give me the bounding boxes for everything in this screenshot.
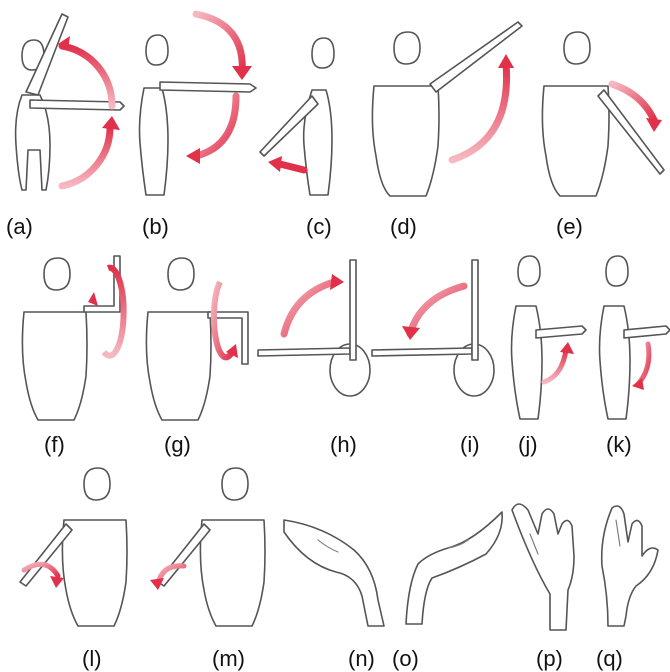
figure-h bbox=[258, 260, 370, 396]
label-h: (h) bbox=[330, 434, 357, 456]
figure-n bbox=[284, 520, 384, 626]
label-j: (j) bbox=[518, 434, 538, 456]
figure-a bbox=[16, 14, 124, 190]
figure-k bbox=[600, 256, 670, 419]
label-g: (g) bbox=[164, 434, 191, 456]
label-n: (n) bbox=[348, 648, 375, 670]
figure-l bbox=[20, 468, 127, 626]
label-q: (q) bbox=[596, 648, 623, 670]
label-f: (f) bbox=[44, 434, 65, 456]
figure-d bbox=[372, 22, 522, 196]
label-o: (o) bbox=[392, 648, 419, 670]
label-c: (c) bbox=[306, 216, 332, 238]
label-i: (i) bbox=[460, 434, 480, 456]
figure-i bbox=[372, 260, 494, 396]
figure-b bbox=[140, 14, 257, 195]
figure-j bbox=[512, 256, 587, 419]
label-e: (e) bbox=[556, 216, 583, 238]
label-l: (l) bbox=[82, 648, 102, 670]
figure-o bbox=[406, 512, 502, 624]
label-b: (b) bbox=[142, 216, 169, 238]
figure-g bbox=[146, 258, 248, 420]
label-m: (m) bbox=[212, 648, 245, 670]
figure-c bbox=[260, 38, 334, 195]
label-k: (k) bbox=[606, 434, 632, 456]
figure-e bbox=[542, 32, 664, 196]
label-a: (a) bbox=[6, 216, 33, 238]
figure-p bbox=[512, 504, 574, 630]
figure-f bbox=[22, 256, 123, 420]
label-p: (p) bbox=[536, 648, 563, 670]
figure-m bbox=[150, 468, 265, 626]
label-d: (d) bbox=[390, 216, 417, 238]
figure-q bbox=[602, 506, 658, 626]
